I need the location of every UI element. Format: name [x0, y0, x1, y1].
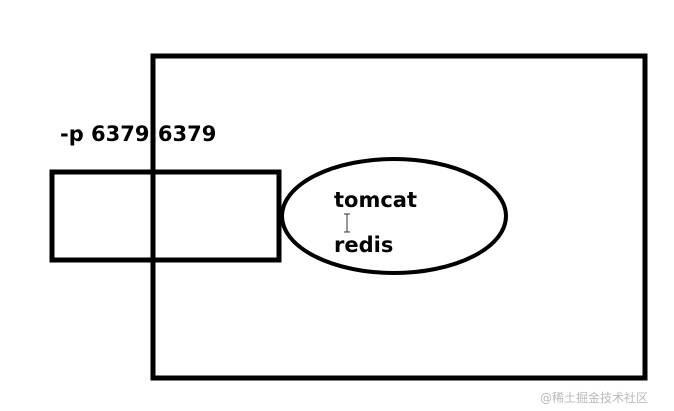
port-mapping-label: -p 6379:6379: [60, 122, 216, 146]
container-ellipse: [280, 157, 508, 275]
tomcat-label: tomcat: [334, 188, 417, 212]
redis-label: redis: [334, 233, 393, 257]
watermark-text: @稀土掘金技术社区: [540, 390, 648, 405]
port-mapping-box: [49, 169, 282, 263]
host-box: [150, 53, 648, 381]
text-cursor-icon: [344, 213, 350, 233]
